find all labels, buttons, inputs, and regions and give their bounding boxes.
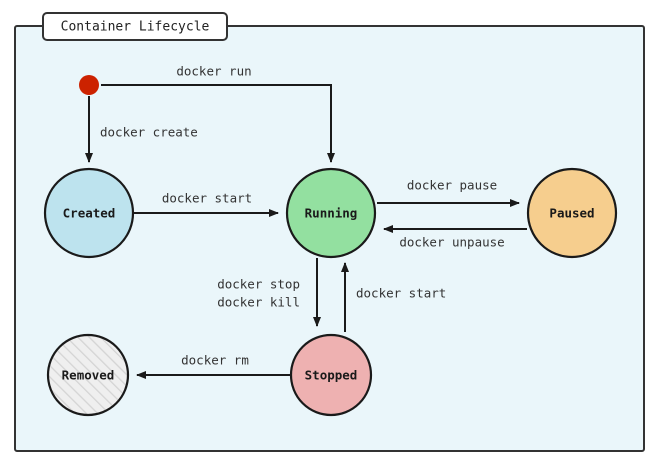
edge-label-docker-unpause: docker unpause	[399, 235, 504, 250]
node-running-circle[interactable]	[285, 167, 377, 259]
node-stopped-circle[interactable]	[289, 333, 373, 417]
edge-label-docker-start-stopped: docker start	[356, 286, 446, 301]
node-stopped[interactable]: Stopped	[289, 333, 373, 417]
node-removed-circle[interactable]	[46, 333, 130, 417]
edge-label-docker-rm: docker rm	[181, 353, 249, 368]
edge-running-to-stopped: docker stop docker kill	[217, 258, 321, 327]
edge-label-docker-start-created: docker start	[162, 191, 252, 206]
edge-label-docker-stop: docker stop	[217, 277, 300, 292]
edge-label-docker-run: docker run	[176, 64, 251, 79]
edge-label-docker-kill: docker kill	[217, 295, 300, 310]
node-created-label: Created	[63, 206, 116, 221]
node-paused[interactable]: Paused	[526, 167, 618, 259]
node-stopped-label: Stopped	[305, 368, 358, 383]
node-created[interactable]: Created	[43, 167, 135, 259]
edge-paused-to-running: docker unpause	[383, 225, 527, 250]
node-paused-label: Paused	[549, 206, 594, 221]
node-created-circle[interactable]	[43, 167, 135, 259]
edge-stopped-to-removed: docker rm	[136, 353, 290, 379]
node-removed[interactable]: Removed	[46, 333, 130, 417]
title-box	[42, 12, 228, 41]
diagram-title: Container Lifecycle	[42, 12, 228, 41]
edge-stopped-to-running: docker start	[341, 262, 446, 332]
node-running[interactable]: Running	[285, 167, 377, 259]
edge-running-to-paused: docker pause	[377, 178, 520, 207]
node-removed-label: Removed	[62, 368, 115, 383]
edge-label-docker-create: docker create	[100, 125, 198, 140]
edge-start-to-running-line	[101, 84, 335, 163]
title-text: Container Lifecycle	[61, 20, 210, 35]
node-start-dot[interactable]	[79, 75, 99, 95]
node-running-label: Running	[305, 206, 358, 221]
edge-start-to-running: docker run	[101, 64, 335, 163]
edge-label-docker-pause: docker pause	[407, 178, 497, 193]
edge-created-to-running: docker start	[134, 191, 279, 217]
edge-start-to-created: docker create	[85, 96, 198, 163]
node-paused-circle[interactable]	[526, 167, 618, 259]
